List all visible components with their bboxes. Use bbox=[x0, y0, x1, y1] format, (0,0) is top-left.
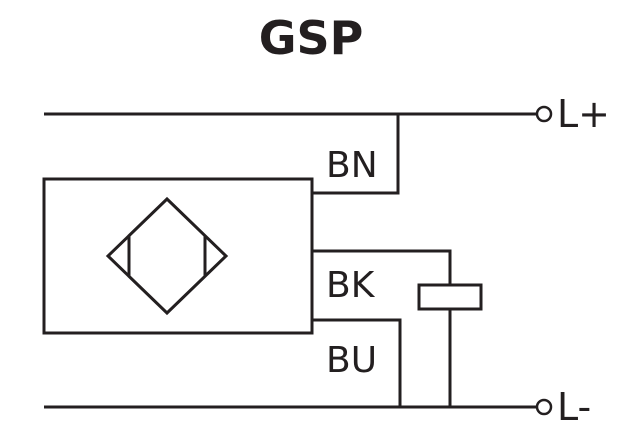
load-resistor-icon bbox=[417, 283, 483, 311]
blue-wire-label: BU bbox=[326, 340, 377, 381]
brown-wire-label: BN bbox=[326, 145, 378, 186]
positive-terminal-label: L+ bbox=[557, 92, 610, 136]
brown-wire bbox=[312, 114, 400, 195]
blue-wire bbox=[312, 318, 402, 407]
inductive-sensor-diamond-icon bbox=[105, 196, 229, 316]
black-wire-label: BK bbox=[326, 265, 376, 306]
positive-terminal bbox=[535, 105, 553, 123]
negative-terminal bbox=[535, 398, 553, 416]
black-wire bbox=[312, 249, 452, 285]
diagram-title: GSP bbox=[259, 11, 364, 65]
sensor-body bbox=[42, 177, 314, 335]
negative-terminal-label: L- bbox=[557, 385, 591, 429]
